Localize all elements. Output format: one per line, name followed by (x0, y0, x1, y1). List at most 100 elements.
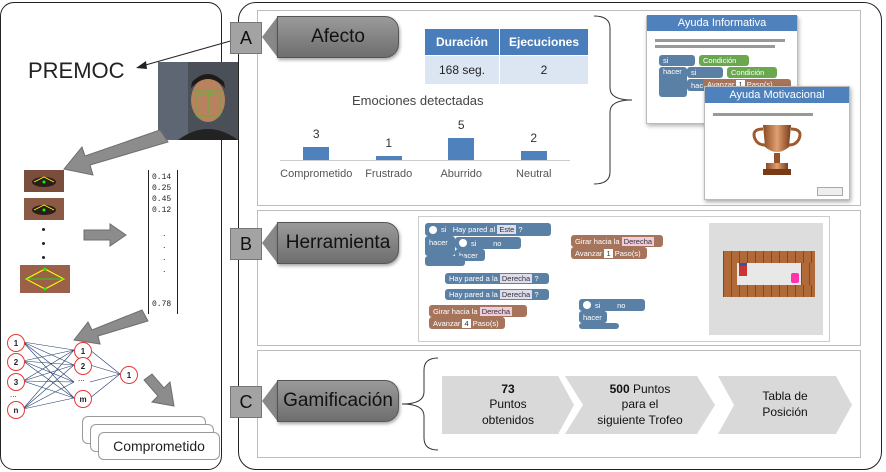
gear-icon (459, 239, 467, 247)
mouth-crop (20, 265, 70, 293)
block-avanzar-text: Avanzar (707, 80, 735, 89)
block-hacer: hacer (579, 311, 607, 323)
chart-category-label: Neutral (516, 168, 552, 180)
block-if: si no (579, 299, 645, 311)
chart-category-label: Aburrido (440, 168, 483, 180)
chart-bar (303, 147, 330, 160)
table-header: Duración (424, 28, 500, 56)
vector-value: 0.14 (152, 173, 172, 182)
stats-table: Duración Ejecuciones 168 seg. 2 (424, 28, 589, 85)
leaderboard-line1: Tabla de (762, 389, 808, 404)
hidden-node-ellipsis: ... (78, 374, 85, 383)
section-c-letter: C (230, 386, 262, 418)
block-text: ? (518, 225, 523, 234)
block-hacer: hacer (425, 236, 455, 256)
chart-bar (375, 156, 402, 160)
block-text: Paso(s) (472, 318, 499, 328)
maze-wall (723, 251, 815, 263)
network-edges (22, 341, 121, 410)
section-a-pill-point (262, 16, 278, 58)
block-girar: Girar hacia la Derecha (429, 305, 527, 317)
block-dropdown[interactable]: Este (497, 225, 517, 234)
popup-motivacional-title: Ayuda Motivacional (705, 87, 849, 103)
block-dropdown[interactable]: Derecha (621, 236, 655, 246)
chart-data-label: 1 (385, 136, 393, 150)
trophy-points-value: 500 (609, 381, 630, 396)
section-b-letter: B (230, 228, 262, 260)
dot-3 (42, 256, 45, 259)
connector-arrow (136, 39, 235, 69)
block-avanzar: Avanzar 1 Paso(s) (571, 247, 647, 259)
vector-dot: . (163, 240, 166, 250)
chevron-next-trophy: 500 Puntos para el siguiente Trofeo (565, 376, 715, 434)
right-arrow (83, 223, 127, 247)
chart-data-label: 3 (312, 127, 320, 141)
block-dropdown[interactable]: Derecha (499, 274, 533, 283)
block-condicion: Condición (727, 67, 777, 78)
chart-data-label: 5 (457, 118, 465, 132)
block-avanzar-unit: Paso(s) (746, 80, 773, 89)
eye-crop-2 (24, 198, 64, 220)
block-text: no (493, 238, 502, 248)
maze-path (737, 263, 801, 285)
block-text: Girar hacia la (433, 306, 478, 316)
popup-text-line (655, 45, 775, 48)
block-si: si (687, 67, 723, 78)
feature-vector (148, 170, 178, 314)
table-cell: 2 (499, 55, 589, 85)
output-node: 1 (120, 366, 138, 384)
section-a-label: Afecto (277, 16, 399, 58)
block-dropdown[interactable]: Derecha (499, 290, 533, 299)
block-text: Hay pared a la (449, 290, 498, 299)
block-text: Paso(s) (614, 248, 641, 258)
block-if: si Hay pared al Este ? (425, 223, 551, 236)
block-number[interactable]: 4 (462, 318, 471, 328)
section-a-letter: A (230, 22, 262, 54)
table-header: Ejecuciones (499, 28, 589, 56)
down-left-arrow-1 (63, 129, 169, 176)
goal-sprite (791, 273, 799, 283)
down-right-arrow (143, 373, 175, 407)
block-dropdown[interactable]: Derecha (479, 306, 513, 316)
input-node: 2 (7, 353, 25, 371)
hidden-node: 1 (74, 342, 92, 360)
vector-value: 0.78 (152, 300, 172, 309)
vector-dot: . (163, 228, 166, 238)
chevron-points: 73 Puntos obtenidos (442, 376, 574, 434)
block-number[interactable]: 1 (604, 248, 613, 258)
vector-value: 0.25 (152, 184, 172, 193)
player-sprite (739, 263, 747, 276)
output-card: Comprometido (98, 432, 220, 460)
popup-text-line (713, 113, 813, 116)
input-node: n (7, 401, 25, 419)
popup-close-button[interactable] (817, 187, 843, 196)
trophy-icon (752, 125, 802, 175)
eye-crop-1 (24, 170, 64, 192)
chart-bar (448, 138, 475, 160)
section-b-pill-point (262, 222, 278, 264)
block-if-nested: si no (455, 237, 521, 249)
maze-view (709, 223, 823, 335)
block-avanzar: Avanzar 4 Paso(s) (429, 317, 505, 329)
block-text: ? (534, 290, 539, 299)
brace-a (593, 15, 633, 185)
chevron-leaderboard: Tabla de Posición (718, 376, 852, 434)
block-text: Girar hacia la (575, 236, 620, 246)
block-workspace: si Hay pared al Este ? hacer si no hacer… (418, 216, 830, 342)
block-text: no (617, 300, 626, 310)
popup-informativa-title: Ayuda Informativa (647, 15, 797, 31)
trophy-points-word: Puntos (633, 381, 671, 396)
block-text: Hay pared al (452, 225, 496, 234)
block-avanzar: Avanzar 1 Paso(s) (703, 79, 791, 90)
gear-icon (429, 225, 437, 234)
section-c-pill-point (262, 380, 278, 422)
popup-motivacional: Ayuda Motivacional (704, 86, 850, 200)
hidden-node: 2 (74, 357, 92, 375)
chart-data-label: 2 (530, 131, 538, 145)
block-text: si (471, 238, 477, 248)
vector-dot: . (163, 264, 166, 274)
section-c-label: Gamificación (277, 380, 399, 422)
block-text: Avanzar (575, 248, 603, 258)
points-value: 73 (501, 381, 515, 396)
table-cell: 168 seg. (424, 55, 500, 85)
